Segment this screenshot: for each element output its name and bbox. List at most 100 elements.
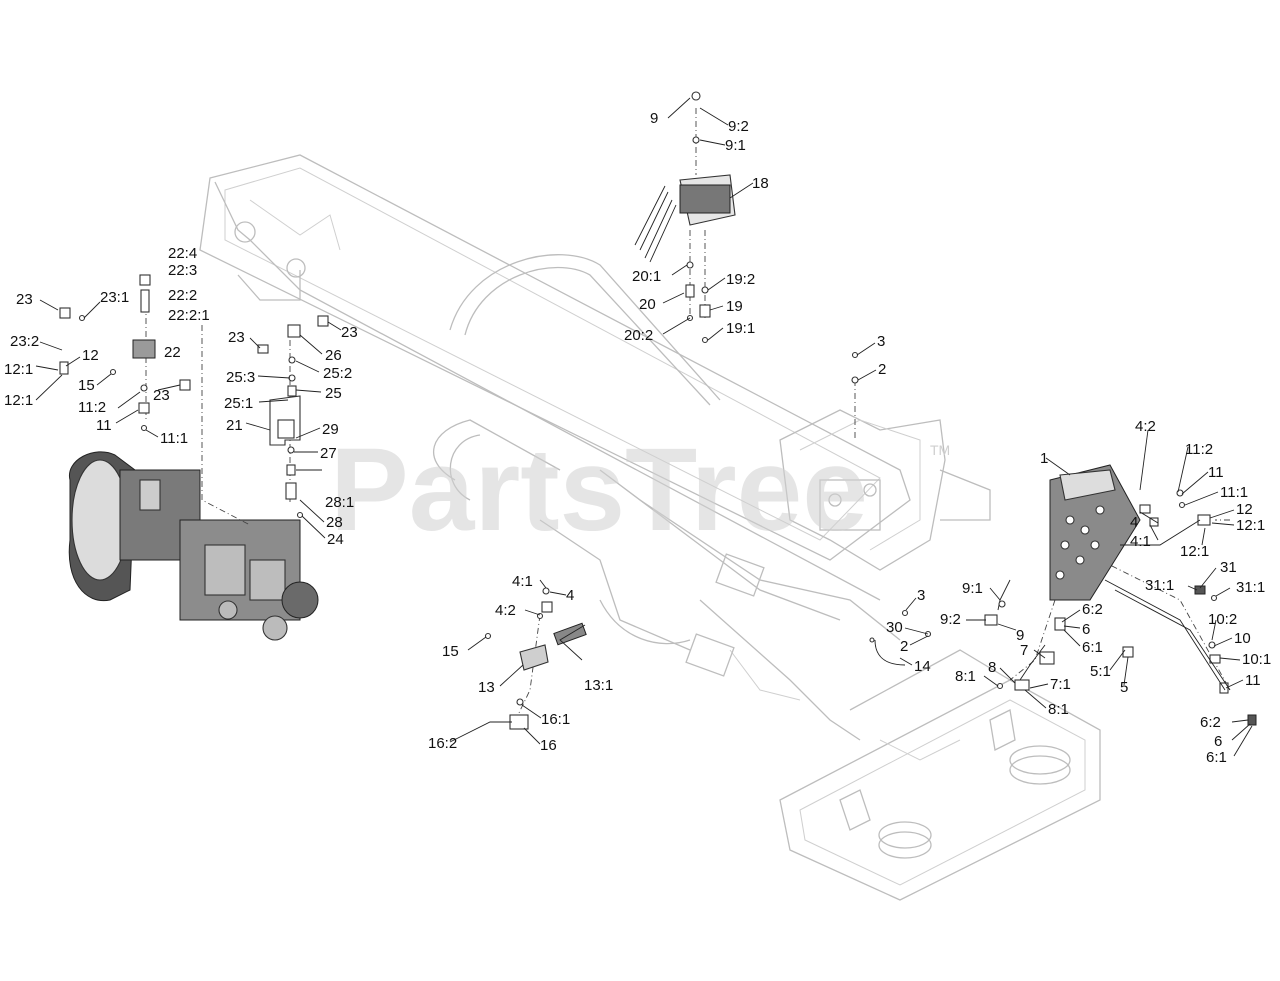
leader-lines	[35, 97, 1253, 757]
callout-label: 12:1	[4, 392, 33, 409]
callout-label: 23:2	[10, 333, 39, 350]
switch-bracket-assembly	[257, 315, 329, 519]
callout-label: 9:1	[962, 580, 983, 597]
callout-label: 24	[327, 531, 344, 548]
callout-label: 15	[442, 643, 459, 660]
callout-label: 11	[96, 417, 112, 434]
callout-label: 31	[1220, 559, 1237, 576]
callout-label: 23	[228, 329, 245, 346]
callout-label: 11	[1208, 464, 1224, 481]
callout-label: 27	[320, 445, 337, 462]
callout-label: 4	[1130, 514, 1138, 531]
callout-label: 31:1	[1236, 579, 1265, 596]
fitting-parts-right	[851, 351, 1134, 691]
callout-label: 10:2	[1208, 611, 1237, 628]
callout-label: 16	[540, 737, 557, 754]
callout-label: 9	[1016, 627, 1024, 644]
callout-label: 5:1	[1090, 663, 1111, 680]
callout-label: 9:1	[725, 137, 746, 154]
callout-label: 20	[639, 296, 656, 313]
callout-label: 23	[153, 387, 170, 404]
callout-label: 12:1	[1236, 517, 1265, 534]
callout-label: 11	[1245, 672, 1261, 689]
callout-label: 2	[878, 361, 886, 378]
callout-label: 21	[226, 417, 243, 434]
callout-label: 23	[16, 291, 33, 308]
callout-label: 11:2	[78, 399, 106, 416]
callout-label: 1	[1040, 450, 1048, 467]
watermark-trademark: TM	[930, 442, 950, 458]
callout-label: 4:2	[1135, 418, 1156, 435]
callout-label: 22	[164, 344, 181, 361]
callout-label: 3	[917, 587, 925, 604]
machine-frame-drawing	[199, 154, 1101, 901]
callout-label: 25:3	[226, 369, 255, 386]
callout-label: 11:2	[1185, 441, 1213, 458]
callout-label: 13	[478, 679, 495, 696]
callout-label: 6	[1214, 733, 1222, 750]
hydraulic-pump-drawing	[68, 451, 319, 641]
callout-label: 19:2	[726, 271, 755, 288]
callout-label: 9	[650, 110, 658, 127]
callout-label: 19	[726, 298, 743, 315]
callout-label: 22:2	[168, 287, 197, 304]
callout-label: 15	[78, 377, 95, 394]
callout-label: 3	[877, 333, 885, 350]
callout-label: 7	[1020, 642, 1028, 659]
hose-lines	[874, 519, 1231, 691]
callout-label: 22:4	[168, 245, 197, 262]
callout-label: 29	[322, 421, 339, 438]
callout-label: 12	[1236, 501, 1253, 518]
callout-label: 11:1	[160, 430, 188, 447]
callout-label: 9:2	[728, 118, 749, 135]
watermark-text: PartsTree	[330, 424, 868, 556]
callout-label: 8	[988, 659, 996, 676]
callout-label: 22:3	[168, 262, 197, 279]
callout-label: 12:1	[4, 361, 33, 378]
callout-label: 6:2	[1200, 714, 1221, 731]
callout-label: 4:2	[495, 602, 516, 619]
callout-label: 28:1	[325, 494, 354, 511]
callout-label: 18	[752, 175, 769, 192]
callout-label: 19:1	[726, 320, 755, 337]
callout-label: 12	[82, 347, 99, 364]
callout-label: 10	[1234, 630, 1251, 647]
callout-label: 14	[914, 658, 931, 675]
callout-label: 20:1	[632, 268, 661, 285]
callout-label: 6	[1082, 621, 1090, 638]
callout-label: 22:2:1	[168, 307, 210, 324]
callout-labels: 9 9:2 9:1 18 20:1 19:2 20 19 20:2 19:1 2…	[4, 110, 1271, 766]
callout-label: 20:2	[624, 327, 653, 344]
callout-label: 12:1	[1180, 543, 1209, 560]
callout-label: 8:1	[955, 668, 976, 685]
callout-label: 5	[1120, 679, 1128, 696]
callout-label: 10:1	[1242, 651, 1271, 668]
callout-label: 25	[325, 385, 342, 402]
callout-label: 23	[341, 324, 358, 341]
callout-label: 4	[566, 587, 574, 604]
callout-label: 30	[886, 619, 903, 636]
callout-label: 6:2	[1082, 601, 1103, 618]
callout-label: 25:2	[323, 365, 352, 382]
callout-label: 16:1	[541, 711, 570, 728]
control-valve-drawing	[634, 91, 736, 344]
callout-label: 7:1	[1050, 676, 1071, 693]
callout-label: 11:1	[1220, 484, 1248, 501]
callout-label: 6:1	[1082, 639, 1103, 656]
callout-label: 25:1	[224, 395, 253, 412]
callout-label: 9:2	[940, 611, 961, 628]
callout-label: 31:1	[1145, 577, 1174, 594]
callout-label: 13:1	[584, 677, 613, 694]
callout-label: 26	[325, 347, 342, 364]
callout-label: 23:1	[100, 289, 129, 306]
callout-label: 28	[326, 514, 343, 531]
callout-label: 4:1	[512, 573, 533, 590]
callout-label: 2	[900, 638, 908, 655]
manifold-block-drawing	[1049, 464, 1257, 726]
callout-label: 16:2	[428, 735, 457, 752]
pressure-fitting-assembly	[59, 274, 191, 432]
callout-label: 8:1	[1048, 701, 1069, 718]
callout-label: 4:1	[1130, 533, 1151, 550]
callout-label: 6:1	[1206, 749, 1227, 766]
